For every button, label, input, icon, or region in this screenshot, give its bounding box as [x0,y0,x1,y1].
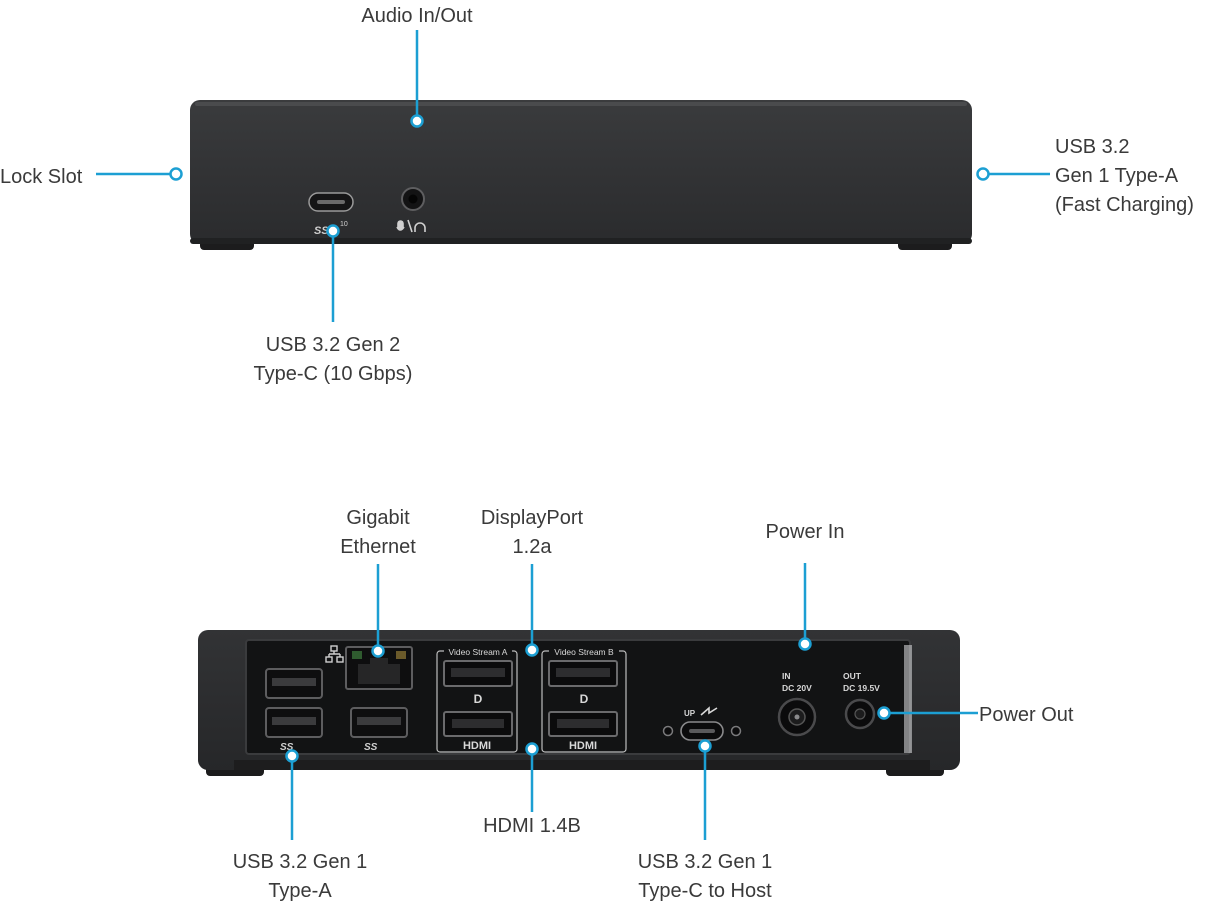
network-icon [325,645,344,663]
dc-in-jack [777,697,817,737]
label-audio-in-out: Audio In/Out [361,5,473,27]
label-power-in: Power In [765,521,845,543]
front-dock: SS 10 [190,100,972,250]
rear-usba-logo-left: SS [280,742,294,753]
dc-in-label-2: DC 20V [782,683,812,693]
callout-hdmi [525,742,539,812]
callout-power-in [798,563,812,651]
front-usbc-port [308,192,354,212]
callout-usba-fast [976,167,1050,181]
front-usbc-logo: SS [314,225,329,237]
callout-displayport [525,564,539,657]
rear-usba-logo-right: SS [364,742,378,753]
label-displayport: DisplayPort 1.2a [480,507,584,558]
label-lock-slot: Lock Slot [0,166,83,188]
front-audio-jack [401,187,425,211]
rear-usba-single [350,707,408,738]
thunderbolt-icon [700,706,718,716]
hdmi-logo-b: HDMI [569,740,597,752]
dp-logo-a: D [474,692,483,706]
label-usbc-gen2: USB 3.2 Gen 2 Type-C (10 Gbps) [253,334,413,385]
label-usba-fast-charging: USB 3.2 Gen 1 Type-A (Fast Charging) [1055,136,1194,216]
dc-in-label-1: IN [782,671,791,681]
up-label: UP [684,709,696,718]
video-stream-a-group [436,650,518,753]
rear-usba-stack [265,668,323,738]
front-dock-body [190,100,972,244]
rear-dock: SS SS Video Stream [198,630,960,776]
video-stream-b-group [541,650,627,753]
callout-power-out [877,706,978,720]
dc-out-label-2: DC 19.5V [843,683,880,693]
dc-out-jack [844,698,876,730]
front-usbc-speed: 10 [340,221,348,228]
label-hdmi: HDMI 1.4B [483,815,581,837]
label-usba-gen1: USB 3.2 Gen 1 Type-A [232,851,368,902]
callout-audio [410,30,424,128]
label-power-out: Power Out [979,704,1074,726]
dp-logo-b: D [580,692,589,706]
mic-headphone-icon [396,219,426,233]
hdmi-logo-a: HDMI [463,740,491,752]
label-usbc-host: USB 3.2 Gen 1 Type-C to Host [637,851,773,902]
video-stream-b-label: Video Stream B [554,647,614,657]
ethernet-port [345,646,413,690]
callout-ethernet [371,564,385,658]
video-stream-a-label: Video Stream A [449,647,508,657]
dc-out-label-1: OUT [843,671,862,681]
callout-usbc-host [698,739,712,840]
callout-lock [96,167,183,181]
callout-usbc-gen2 [326,224,340,322]
label-gigabit-ethernet: Gigabit Ethernet [340,507,416,558]
callout-usba [285,749,299,840]
